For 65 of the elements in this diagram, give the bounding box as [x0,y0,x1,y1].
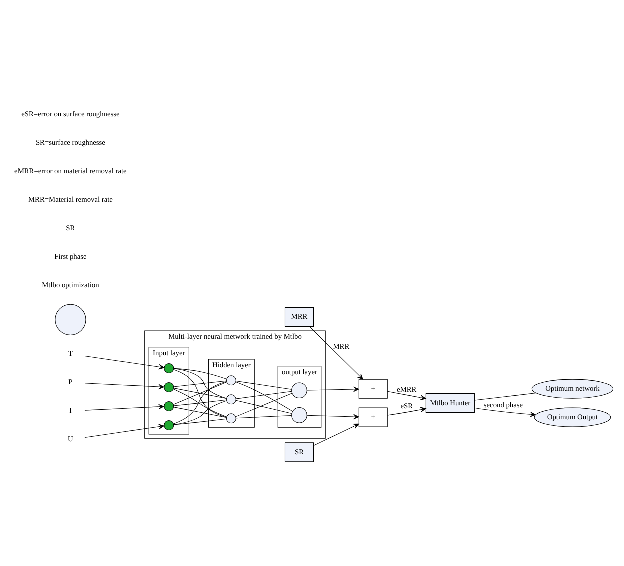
node-box: MRR [284,307,314,327]
connector [173,388,228,417]
edge-label: second phase [484,400,524,410]
node-text: P [68,377,73,386]
node-circle [226,375,236,386]
node-ellipse: Optimum network [532,378,614,398]
connector [174,380,227,387]
connector [174,399,227,406]
label: First phase [54,252,87,261]
label: eMRR=error on material removal rate [14,166,127,176]
connector [174,400,228,425]
connector [173,382,228,405]
node-ellipse: Optimum Output [534,407,612,427]
node-circle [292,407,308,423]
arrow [307,414,360,420]
edge-label: MRR [333,342,350,351]
connector [173,380,227,424]
connector [174,418,227,425]
connector [474,392,537,400]
arrow [388,406,426,416]
arrow [84,404,164,410]
node-text: T [68,348,73,358]
node-circle [164,382,174,392]
arrow [314,423,360,446]
arrow [84,424,165,438]
cluster: output layer [278,366,322,428]
connector [236,390,292,399]
connector [236,392,292,417]
node-circle [164,420,174,430]
connector [174,406,227,418]
node-box: Mtlbo Hunter [426,393,475,413]
node-circle [292,382,308,398]
cluster: Input layer [148,346,190,434]
node-box: SR [284,442,314,462]
edge-label: eSR [400,401,414,410]
arrow [309,326,364,380]
label: Mtlbo optimization [42,280,100,290]
label: eSR=error on surface roughnesse [22,109,120,118]
node-text: U [68,434,74,444]
connector [174,368,228,398]
connector [236,415,292,418]
connector [174,368,227,418]
node-circle [226,394,236,404]
node-circle [55,304,86,335]
node-circle [164,362,174,373]
node-circle [226,413,236,424]
connector [236,380,292,390]
label: SR [66,223,76,232]
arrow [387,390,426,400]
node-circle [164,400,174,411]
arrow [474,407,536,417]
arrow [84,382,164,390]
connector [236,381,294,412]
arrow [307,386,360,392]
connector [236,400,292,414]
edge-label: eMRR [397,384,417,394]
cluster: Hidden layer [208,358,255,428]
arrow [84,355,165,370]
label: MRR=Material removal rate [28,194,113,204]
node-text: I [69,406,72,415]
connector [174,388,227,399]
connector [174,368,228,379]
node-box: + [358,378,388,398]
node-box: + [358,407,388,427]
label: SR=surface roughnesse [36,138,106,147]
